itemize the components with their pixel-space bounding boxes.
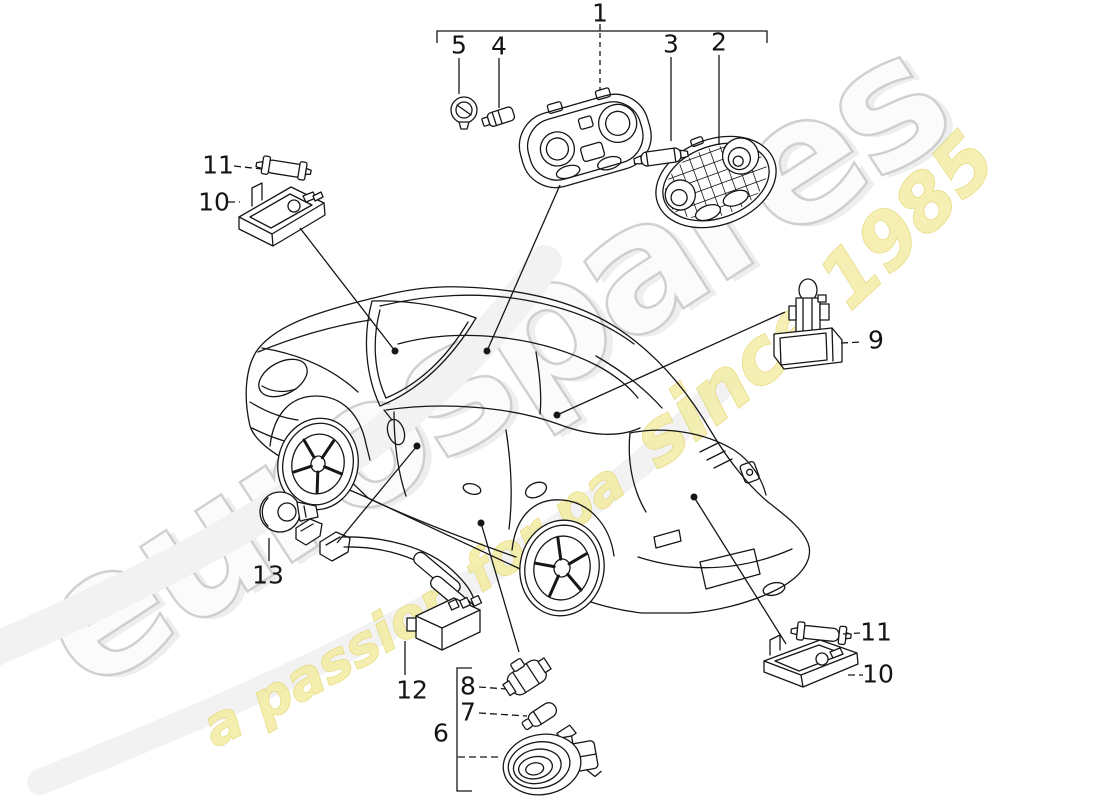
car-bumper-lip [249,401,299,421]
car-mirror-stem [383,409,393,421]
callout-label-6: 6 [433,718,449,748]
car-c-pillar [595,355,663,409]
callout-connectors [228,24,863,792]
part-11-festoon-bulb-top [255,155,312,181]
callout-label-3: 3 [663,29,679,59]
car-windshield-base [379,317,477,407]
callout-label-9: 9 [868,325,884,355]
line-7 [478,712,528,717]
leader-9-to-car [556,311,786,416]
part-7-bulb [521,702,558,731]
leader-lines [299,184,787,653]
car-rocker-line [367,497,517,558]
part-10-light-housing-top [238,182,326,247]
callout-label-7: 7 [460,697,476,727]
leader-door-to-8 [480,522,520,653]
car-mirror [386,418,406,446]
part-6-lamp [502,724,602,796]
callout-dot-door-lower [477,519,485,527]
callout-label-11-top: 11 [202,150,234,180]
car-rear-wheel-arch [511,499,615,557]
leader-1-to-car [486,184,561,352]
bracket-group-6 [456,667,472,792]
callout-label-13: 13 [252,560,284,590]
car-front-wheel-arch [269,395,371,461]
callout-dot-engine-lid [690,493,698,501]
car-door-handle [462,482,482,496]
car-rear-wheel [519,519,605,617]
car-engine-lid-right [629,429,767,496]
part-10-light-housing-bottom [763,634,859,688]
leader-door-to-12 [336,445,418,544]
swoosh-band-2 [27,369,738,795]
car-roofline-inner [379,294,635,345]
car-exhaust [762,581,786,597]
part-13-grommet [259,491,319,533]
part-12-harness-clips [295,518,351,562]
part-1-interior-light-housing [518,87,652,189]
car-front-wheel [277,417,359,511]
car-windshield-inner-1 [374,309,387,399]
car-headlight-line [261,385,297,393]
car-fender-line [261,347,359,393]
callout-label-10-bottom: 10 [862,659,894,689]
part-5-socket [450,96,478,130]
callout-dot-rear-quarter [553,411,561,419]
part-12-wiring-harness [341,536,483,651]
car-window-sill [385,405,641,435]
car-plate-recess [699,548,761,590]
callout-label-1: 1 [592,0,608,28]
car-engine-lid-left [628,432,647,513]
part-3-festoon-bulb [633,147,689,167]
part-11-festoon-bulb-bottom [790,621,852,646]
car-reflector [653,529,682,549]
car-lid-latch [739,461,760,484]
callout-label-10-top: 10 [198,187,230,217]
part-4-wedge-bulb [481,106,516,127]
bracket-group-1 [436,30,768,43]
car-b-pillar [535,351,542,415]
line-11-top [233,165,263,170]
callout-label-4: 4 [491,31,507,61]
part-2-lens [654,134,778,233]
part-9-bulb-holder [773,278,843,370]
car-hood-line [257,319,371,353]
part-8-bulb-socket [502,657,552,697]
leader-10top-to-car [299,227,396,352]
line-9 [840,341,863,344]
callout-label-12: 12 [396,675,428,705]
car-engine-vents [699,442,733,469]
callout-dot-door-upper [413,442,421,450]
car-headlight [258,358,308,398]
car-door-rear-edge [505,429,512,530]
car-bumper-crease [637,548,793,569]
car-fuel-cap [524,481,548,499]
car-windshield-top [371,300,477,319]
callout-label-2: 2 [711,27,727,57]
car-windshield-inner-2 [385,321,469,399]
car-door-front-edge [393,411,407,497]
callout-dot-roof-mid [483,347,491,355]
car-line-art [245,286,811,617]
line-8 [478,686,507,690]
callout-label-5: 5 [451,30,467,60]
callout-dot-roof-front [391,347,399,355]
leader-rear-to-10bottom [693,496,787,645]
line-11-bottom [842,632,861,635]
car-a-pillar [365,300,381,407]
callout-label-8: 8 [460,671,476,701]
callout-label-11-bottom: 11 [860,617,892,647]
